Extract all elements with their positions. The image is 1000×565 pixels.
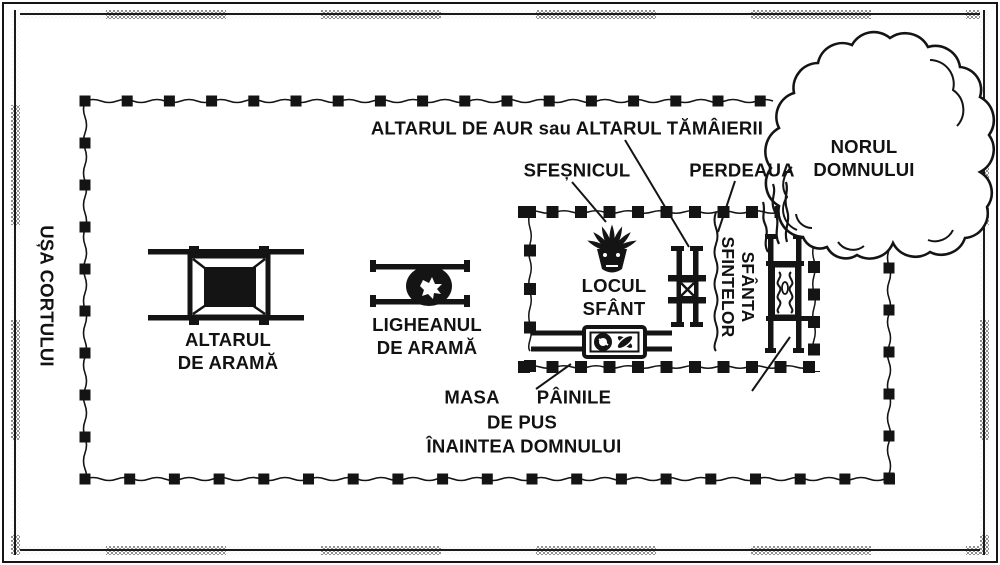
label-bronze-laver: LIGHEANUL DE ARAMĂ <box>372 313 482 359</box>
label-veil: PERDEAUA <box>689 159 795 181</box>
label-holy-of-holies-line1: SFÂNTA <box>738 251 758 323</box>
leader-veil <box>717 180 736 233</box>
golden-altar-figure <box>668 246 706 327</box>
label-bronze-altar-line2: DE ARAMĂ <box>177 352 279 373</box>
fence-top-line <box>84 98 774 104</box>
bronze-laver-figure <box>370 260 470 307</box>
fence-right-line <box>886 249 892 481</box>
leader-golden-altar <box>624 139 690 248</box>
courtyard-fence <box>79 95 895 485</box>
label-holy-of-holies-line2: SFINTELOR <box>718 236 738 338</box>
label-bronze-laver-line1: LIGHEANUL <box>372 314 482 335</box>
smoke-lines <box>761 181 790 253</box>
cloud-figure <box>764 30 996 260</box>
lampstand-figure <box>587 224 637 273</box>
showbread-table-figure <box>531 325 672 359</box>
label-holy-of-holies: SFÂNTA SFINTELOR <box>718 237 758 338</box>
ark-figure <box>765 234 810 353</box>
label-bronze-altar: ALTARUL DE ARAMĂ <box>178 328 279 374</box>
label-holy-place: LOCUL SFÂNT <box>582 274 647 320</box>
label-holy-place-line2: SFÂNT <box>582 298 646 319</box>
bronze-altar-figure <box>148 246 304 325</box>
label-court-door: UȘA CORTULUI <box>36 225 58 367</box>
fence-left-line <box>82 100 88 480</box>
leader-ark <box>751 336 791 392</box>
leader-lines <box>535 139 791 392</box>
label-lampstand: SFEȘNICUL <box>523 159 631 181</box>
label-showbread-line3: ÎNAINTEA DOMNULUI <box>426 435 622 457</box>
label-holy-place-line1: LOCUL <box>581 275 647 296</box>
label-golden-altar: ALTARUL DE AUR sau ALTARUL TĂMÂIERII <box>370 117 764 139</box>
label-table: MASA <box>444 386 500 408</box>
cloud-outline <box>764 30 996 260</box>
label-bronze-laver-line2: DE ARAMĂ <box>376 337 478 358</box>
label-cloud: NORUL DOMNULUI <box>813 135 914 181</box>
label-cloud-line2: DOMNULUI <box>813 159 915 180</box>
label-cloud-line1: NORUL <box>830 136 898 157</box>
label-showbread-line1: PÂINILE <box>536 386 612 408</box>
label-showbread-line2: DE PUS <box>486 411 558 433</box>
leader-lampstand <box>571 181 607 223</box>
leader-showbread <box>535 363 572 390</box>
label-bronze-altar-line1: ALTARUL <box>184 329 271 350</box>
veil-line <box>713 211 719 352</box>
fence-posts <box>79 95 895 485</box>
